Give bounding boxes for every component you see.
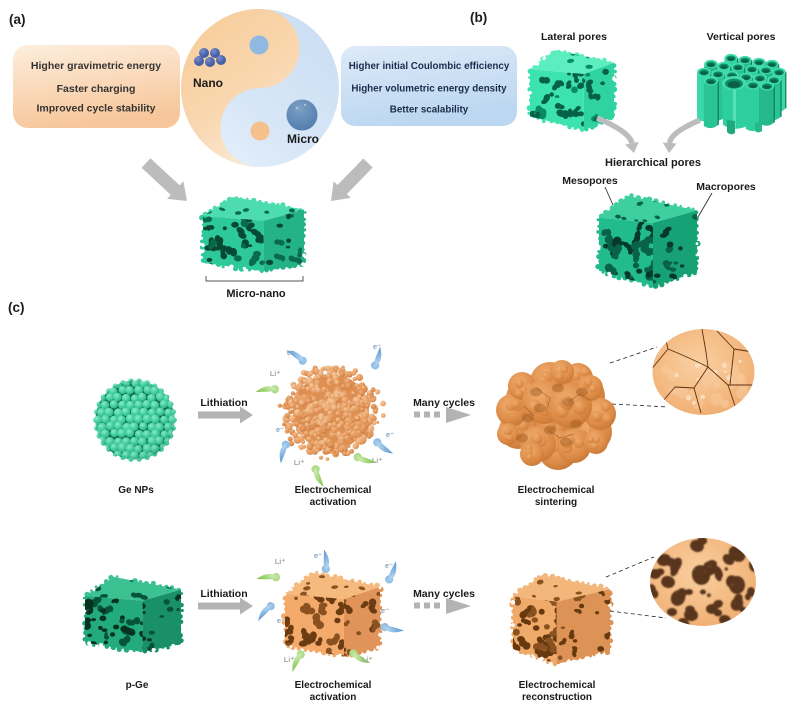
svg-text:Higher volumetric energy densi: Higher volumetric energy density <box>351 84 507 95</box>
svg-text:Nano: Nano <box>193 76 223 90</box>
svg-text:Li⁺: Li⁺ <box>362 655 373 664</box>
svg-text:e⁻: e⁻ <box>287 348 295 357</box>
svg-text:Electrochemical: Electrochemical <box>295 485 372 496</box>
svg-text:(a): (a) <box>9 12 26 27</box>
svg-text:Li⁺: Li⁺ <box>275 557 286 566</box>
svg-text:Higher initial Coulombic effic: Higher initial Coulombic efficiency <box>349 61 510 72</box>
svg-text:p-Ge: p-Ge <box>126 680 149 691</box>
svg-text:Li⁺: Li⁺ <box>270 369 281 378</box>
svg-text:Vertical pores: Vertical pores <box>707 31 776 43</box>
svg-text:e⁻: e⁻ <box>314 551 322 560</box>
svg-text:reconstruction: reconstruction <box>522 692 592 703</box>
svg-text:Li⁺: Li⁺ <box>372 456 383 465</box>
svg-text:Better scalability: Better scalability <box>390 105 469 116</box>
svg-text:Ge NPs: Ge NPs <box>118 485 154 496</box>
svg-text:Macropores: Macropores <box>696 181 756 193</box>
svg-text:(b): (b) <box>470 10 487 25</box>
svg-text:e⁻: e⁻ <box>277 616 285 625</box>
svg-text:e⁻: e⁻ <box>381 606 389 615</box>
svg-text:Higher gravimetric energy: Higher gravimetric energy <box>31 60 161 72</box>
svg-text:Lithiation: Lithiation <box>200 397 247 409</box>
svg-text:Improved cycle stability: Improved cycle stability <box>36 103 155 115</box>
svg-text:Lithiation: Lithiation <box>200 588 247 600</box>
svg-text:Li⁺: Li⁺ <box>294 458 305 467</box>
svg-text:Micro: Micro <box>287 132 319 146</box>
svg-text:activation: activation <box>310 692 357 703</box>
svg-text:e⁻: e⁻ <box>373 342 381 351</box>
svg-text:e⁻: e⁻ <box>385 561 393 570</box>
svg-text:Faster charging: Faster charging <box>57 83 136 95</box>
svg-text:(c): (c) <box>8 300 25 315</box>
svg-text:Li⁺: Li⁺ <box>284 655 295 664</box>
svg-text:Electrochemical: Electrochemical <box>295 680 372 691</box>
svg-text:e⁻: e⁻ <box>276 425 284 434</box>
svg-text:sintering: sintering <box>535 497 577 508</box>
svg-text:Electrochemical: Electrochemical <box>519 680 596 691</box>
svg-text:Lateral pores: Lateral pores <box>541 31 607 43</box>
svg-text:Many cycles: Many cycles <box>413 588 475 600</box>
svg-text:Micro-nano: Micro-nano <box>226 288 286 300</box>
svg-text:Mesopores: Mesopores <box>562 175 618 187</box>
svg-text:Electrochemical: Electrochemical <box>518 485 595 496</box>
svg-text:Many cycles: Many cycles <box>413 397 475 409</box>
svg-text:Hierarchical pores: Hierarchical pores <box>605 157 701 169</box>
svg-text:e⁻: e⁻ <box>386 430 394 439</box>
svg-text:activation: activation <box>310 497 357 508</box>
